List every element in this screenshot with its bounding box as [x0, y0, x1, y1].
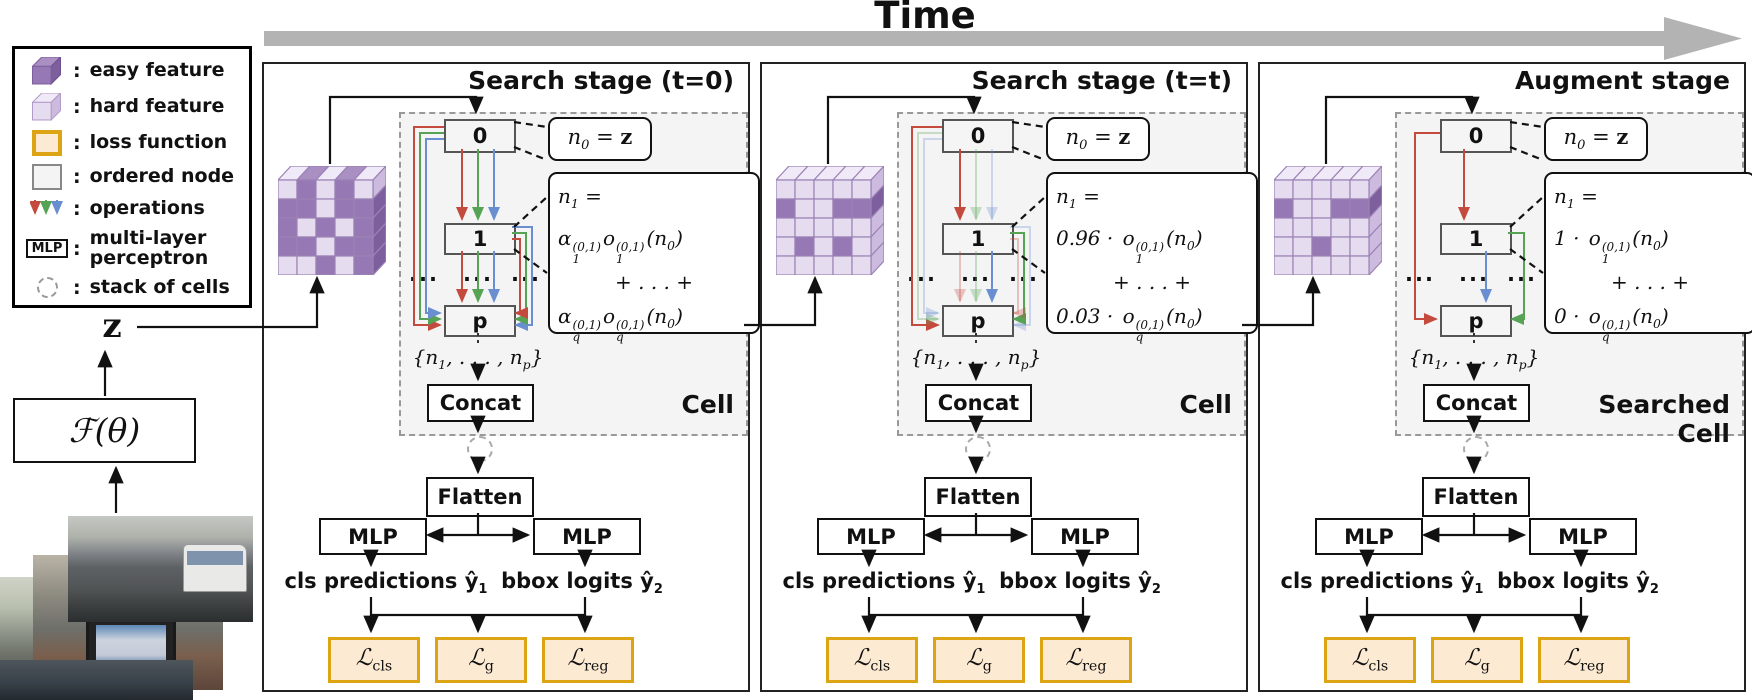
flatten-box: Flatten — [426, 477, 534, 517]
panel-title: Search stage (t=0) — [468, 66, 734, 95]
easy-feature-cube-icon — [25, 57, 69, 85]
loss-reg-box: ℒreg — [542, 637, 634, 683]
node-1: 1 — [444, 223, 516, 255]
node0-annotation: n0 = z — [548, 117, 652, 161]
ellipsis: ... — [1507, 262, 1537, 286]
ellipsis: ... — [1405, 262, 1435, 286]
cls-predictions-label: cls predictions ŷ1 — [284, 569, 488, 598]
legend-label: hard feature — [89, 95, 225, 118]
node1-formula-annotation: n1 = 1 · o(0,1)1(n0) + . . . + 0 · o(0,1… — [1544, 172, 1752, 343]
node-1: 1 — [1440, 223, 1512, 255]
ellipsis: ... — [511, 262, 541, 286]
legend-label: ordered node — [89, 165, 235, 188]
ellipsis: ... — [463, 262, 493, 286]
latent-z-label: z — [102, 306, 122, 346]
operations-arrows-icon — [25, 198, 69, 220]
encoder-function-box: ℱ(θ) — [13, 398, 196, 463]
panel-title: Augment stage — [1514, 66, 1730, 95]
concat-box: Concat — [427, 384, 534, 422]
bbox-logits-label: bbox logits ŷ2 — [1497, 569, 1659, 598]
mlp-box-right: MLP — [1031, 518, 1139, 555]
node0-annotation: n0 = z — [1046, 117, 1150, 161]
mlp-box-right: MLP — [1529, 518, 1637, 555]
loss-reg-box: ℒreg — [1538, 637, 1630, 683]
legend-item-hard-feature: : hard feature — [25, 93, 243, 122]
legend-label: multi-layer perceptron — [89, 226, 209, 269]
stack-of-cells-icon — [467, 436, 493, 462]
input-image-road-strip — [0, 660, 193, 700]
node-0: 0 — [1440, 119, 1512, 153]
node-0: 0 — [444, 119, 516, 153]
loss-cls-box: ℒcls — [826, 637, 918, 683]
ellipsis: ... — [409, 262, 439, 286]
time-title: Time — [874, 0, 976, 37]
legend-item-ordered-node: : ordered node — [25, 164, 243, 191]
cell-label: Cell — [1179, 390, 1232, 419]
mlp-box-left: MLP — [319, 518, 427, 555]
loss-g-box: ℒg — [435, 637, 527, 683]
ellipsis: ... — [961, 262, 991, 286]
legend-label: operations — [89, 197, 205, 220]
loss-reg-box: ℒreg — [1040, 637, 1132, 683]
feature-grid — [278, 166, 386, 275]
loss-g-box: ℒg — [933, 637, 1025, 683]
time-arrow-head — [1664, 17, 1742, 60]
cell-label: Cell — [681, 390, 734, 419]
ordered-node-swatch-icon — [25, 164, 69, 191]
mlp-box-left: MLP — [1315, 518, 1423, 555]
legend-item-loss-function: : loss function — [25, 129, 243, 156]
legend-item-stack-of-cells: : stack of cells — [25, 277, 243, 299]
panel-search-stage-tt: Search stage (t=t) 0 1 p ... ... ... n0 — [760, 62, 1258, 692]
flatten-box: Flatten — [1422, 477, 1530, 517]
node-0: 0 — [942, 119, 1014, 153]
node-p: p — [942, 305, 1014, 337]
loss-cls-box: ℒcls — [1324, 637, 1416, 683]
cell-label: Searched Cell — [1598, 390, 1730, 448]
ellipsis: ... — [1459, 262, 1489, 286]
hard-feature-cube-icon — [25, 93, 69, 122]
legend-label: stack of cells — [89, 275, 230, 298]
cls-predictions-label: cls predictions ŷ1 — [1280, 569, 1484, 598]
loss-cls-box: ℒcls — [328, 637, 420, 683]
node-set-label: {n1, . . . , np} — [1408, 345, 1540, 372]
legend-item-operations: : operations — [25, 198, 243, 220]
mlp-box-icon: MLP — [25, 239, 69, 259]
ellipsis: ... — [1009, 262, 1039, 286]
node0-annotation: n0 = z — [1544, 117, 1648, 161]
loss-function-swatch-icon — [25, 129, 69, 156]
ellipsis: ... — [907, 262, 937, 286]
legend-label: easy feature — [89, 59, 225, 82]
bbox-logits-label: bbox logits ŷ2 — [501, 569, 663, 598]
node-p: p — [1440, 305, 1512, 337]
feature-grid — [1274, 166, 1382, 275]
bbox-logits-label: bbox logits ŷ2 — [999, 569, 1161, 598]
panel-search-stage-t0: Search stage (t=0) 0 1 p ... ... ... n0 — [262, 62, 760, 692]
stack-of-cells-icon — [1463, 436, 1489, 462]
cls-predictions-label: cls predictions ŷ1 — [782, 569, 986, 598]
node-p: p — [444, 305, 516, 337]
node-1: 1 — [942, 223, 1014, 255]
loss-g-box: ℒg — [1431, 637, 1523, 683]
legend-item-easy-feature: : easy feature — [25, 57, 243, 85]
concat-box: Concat — [1423, 384, 1530, 422]
concat-box: Concat — [925, 384, 1032, 422]
stack-of-cells-icon — [25, 277, 69, 299]
legend-label: loss function — [89, 130, 228, 153]
flatten-box: Flatten — [924, 477, 1032, 517]
bus-shape — [182, 543, 248, 593]
node-set-label: {n1, . . . , np} — [910, 345, 1042, 372]
panel-title: Search stage (t=t) — [971, 66, 1232, 95]
mlp-box-left: MLP — [817, 518, 925, 555]
mlp-box-right: MLP — [533, 518, 641, 555]
feature-grid — [776, 166, 884, 275]
legend: : easy feature : hard feature : loss fun… — [12, 46, 252, 308]
stack-of-cells-icon — [965, 436, 991, 462]
panel-augment-stage: Augment stage 0 1 p ... ... ... n0 = z n… — [1258, 62, 1752, 692]
input-image-front — [68, 516, 253, 622]
legend-item-mlp: MLP : multi-layer perceptron — [25, 226, 243, 269]
node-set-label: {n1, . . . , np} — [412, 345, 544, 372]
node1-formula-annotation: n1 = 0.96 · o(0,1)1(n0) + . . . + 0.03 ·… — [1046, 172, 1258, 343]
